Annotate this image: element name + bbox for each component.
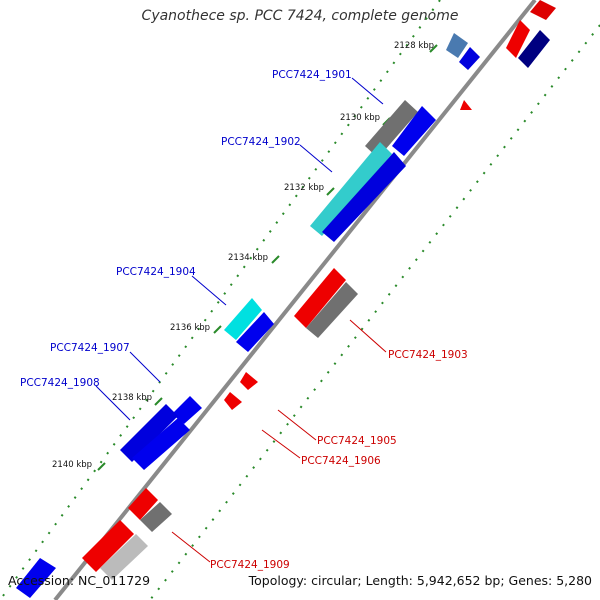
- gene-pcc7424-1909[interactable]: [140, 502, 172, 532]
- tick-label-2130: 2130 kbp: [340, 113, 380, 123]
- tick-2128: [429, 44, 438, 53]
- gene-pcc7424-1903[interactable]: [306, 282, 358, 338]
- leader-1909: [171, 531, 211, 563]
- gene-blue-1901b[interactable]: [392, 106, 436, 156]
- label-pcc7424-1904[interactable]: PCC7424_1904: [116, 266, 196, 278]
- tick-2138: [154, 397, 163, 406]
- label-pcc7424-1901[interactable]: PCC7424_1901: [272, 69, 352, 81]
- gene-blue-1902b[interactable]: [322, 152, 406, 242]
- label-pcc7424-1908[interactable]: PCC7424_1908: [20, 377, 100, 389]
- tick-2140: [97, 462, 106, 471]
- gene-pcc7424-1901[interactable]: [365, 100, 418, 158]
- gene-red-small[interactable]: [460, 100, 472, 110]
- gene-pcc7424-1904[interactable]: [224, 298, 262, 340]
- gene-pcc7424-1903-red[interactable]: [294, 268, 346, 328]
- gene-navy-top[interactable]: [518, 30, 550, 68]
- gene-red-corner[interactable]: [530, 0, 556, 20]
- gene-blue-bottom[interactable]: [16, 558, 56, 598]
- label-pcc7424-1903[interactable]: PCC7424_1903: [388, 349, 468, 361]
- label-pcc7424-1905[interactable]: PCC7424_1905: [317, 435, 397, 447]
- tick-2136: [213, 325, 222, 334]
- gene-blue-1904b[interactable]: [236, 312, 274, 352]
- leader-1907: [129, 351, 161, 383]
- gene-pcc7424-1905[interactable]: [240, 372, 258, 390]
- gene-pcc7424-1908[interactable]: [120, 404, 178, 462]
- leader-1908: [95, 385, 131, 421]
- accession-text: Accession: NC_011729: [8, 573, 151, 588]
- gene-red-1909a[interactable]: [128, 488, 158, 520]
- gene-red-top[interactable]: [506, 20, 530, 58]
- label-pcc7424-1906[interactable]: PCC7424_1906: [301, 455, 381, 467]
- label-pcc7424-1907[interactable]: PCC7424_1907: [50, 342, 130, 354]
- leader-1903: [349, 319, 387, 353]
- gene-blue-top[interactable]: [459, 47, 480, 70]
- leader-1905: [277, 409, 317, 441]
- tick-2134: [271, 255, 280, 264]
- gene-gray-1909c[interactable]: [100, 534, 148, 580]
- tick-label-2138: 2138 kbp: [112, 393, 152, 403]
- map-title: Cyanothece sp. PCC 7424, complete genome: [141, 8, 459, 24]
- leader-1901: [351, 77, 384, 105]
- tick-2132: [326, 187, 335, 196]
- gene-pcc7424-1906[interactable]: [224, 392, 242, 410]
- tick-label-2128: 2128 kbp: [394, 41, 434, 51]
- tick-label-2140: 2140 kbp: [52, 460, 92, 470]
- gene-blue-1908b[interactable]: [132, 418, 190, 470]
- gene-red-1909b[interactable]: [82, 520, 134, 572]
- leader-1902: [299, 144, 333, 173]
- genome-backbone: [53, 0, 537, 600]
- leader-1904: [191, 275, 227, 306]
- label-pcc7424-1909[interactable]: PCC7424_1909: [210, 559, 290, 571]
- topology-info-text: Topology: circular; Length: 5,942,652 bp…: [248, 573, 592, 588]
- label-pcc7424-1902[interactable]: PCC7424_1902: [221, 136, 301, 148]
- leader-1906: [261, 429, 301, 459]
- tick-label-2136: 2136 kbp: [170, 323, 210, 333]
- tick-label-2132: 2132 kbp: [284, 183, 324, 193]
- tick-label-2134: 2134 kbp: [228, 253, 268, 263]
- gene-pcc7424-1907[interactable]: [172, 396, 202, 424]
- gene-pcc7424-1902[interactable]: [310, 142, 392, 236]
- inner-dotted-track: [149, 24, 600, 600]
- gene-steelblue-top[interactable]: [446, 33, 468, 58]
